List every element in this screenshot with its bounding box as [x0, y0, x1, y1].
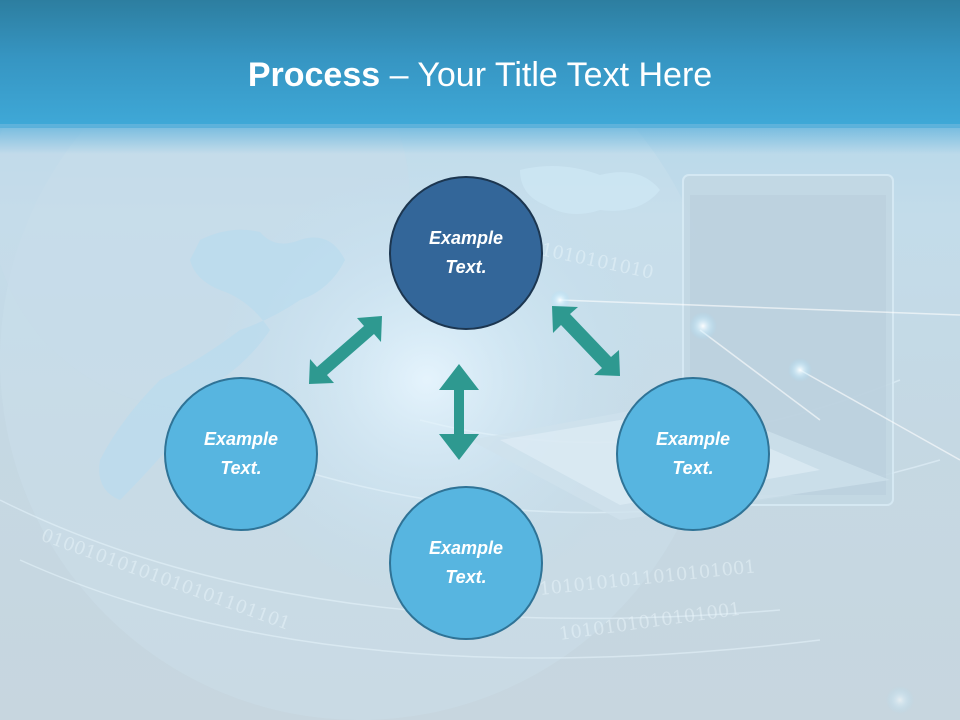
node-text-line2: Text.	[445, 567, 487, 587]
node-text-line1: Example	[428, 538, 504, 558]
double-arrow-top-left-icon[interactable]	[305, 312, 387, 388]
process-node-bottom[interactable]: Example Text.	[389, 486, 543, 640]
node-text-line1: Example	[203, 429, 279, 449]
node-text-line2: Text.	[220, 458, 262, 478]
title-rest-part: – Your Title Text Here	[380, 56, 713, 94]
slide-title[interactable]: Process – Your Title Text Here	[0, 52, 960, 98]
node-text-line2: Text.	[672, 458, 714, 478]
node-text-line1: Example	[428, 228, 504, 248]
process-node-right[interactable]: Example Text.	[616, 377, 770, 531]
title-bold-part: Process	[247, 56, 381, 94]
title-bar	[0, 0, 960, 128]
node-text-line2: Text.	[445, 257, 487, 277]
title-bar-fade	[0, 124, 960, 154]
double-arrow-top-right-icon[interactable]	[548, 302, 626, 380]
node-text-line1: Example	[655, 429, 731, 449]
double-arrow-vertical-icon[interactable]	[437, 362, 481, 462]
process-node-left[interactable]: Example Text.	[164, 377, 318, 531]
process-node-top[interactable]: Example Text.	[389, 176, 543, 330]
